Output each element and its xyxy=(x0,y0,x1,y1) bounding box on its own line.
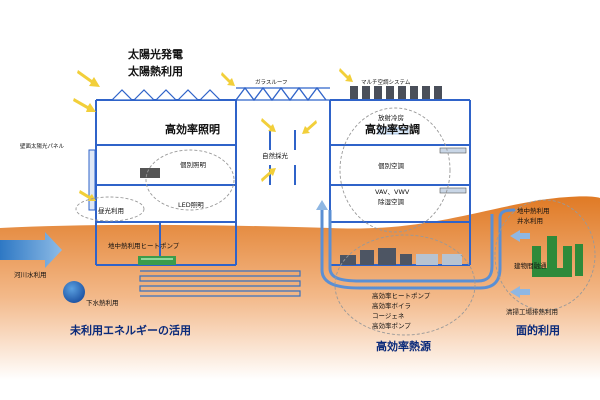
mountain-icon xyxy=(532,236,583,277)
hi-eff-source-2: コージェネ xyxy=(372,312,405,320)
hi-eff-source-0: 高効率ヒートポンプ xyxy=(372,291,431,300)
led-lighting-label: LED照明 xyxy=(178,201,204,209)
building xyxy=(95,99,471,266)
individual-lighting-label: 個別照明 xyxy=(180,160,207,169)
wall-solar-label: 壁面太陽光パネル xyxy=(20,142,65,150)
solar-power-label: 太陽光発電 xyxy=(127,47,183,61)
individual-ac-label: 個別空調 xyxy=(378,161,405,170)
dehumid-ac-label: 除湿空調 xyxy=(378,197,405,206)
glass-roof-truss xyxy=(235,86,330,102)
multi-ac-units xyxy=(350,86,442,99)
wall-solar-panel xyxy=(88,149,96,211)
glass-roof-label: ガラスルーフ xyxy=(255,78,288,86)
hi-eff-heat-source-label: 高効率熱源 xyxy=(376,339,431,353)
sewage-heat-label: 下水熱利用 xyxy=(86,298,119,307)
river-water xyxy=(0,232,62,268)
heat-source-equipment xyxy=(340,248,462,265)
geo-heat-pump-unit xyxy=(138,256,176,265)
hi-eff-ac-label: 高効率空調 xyxy=(365,122,420,136)
ground xyxy=(0,196,600,380)
hi-eff-source-1: 高効率ボイラ xyxy=(372,301,411,310)
geo-heat-label: 地中熱利用 xyxy=(517,206,550,215)
hi-eff-lighting-label: 高効率照明 xyxy=(165,122,220,136)
daylight-use-label: 昼光利用 xyxy=(98,206,124,215)
hi-eff-source-3: 高効率ポンプ xyxy=(372,321,411,330)
area-use-label: 面的利用 xyxy=(516,323,560,337)
ground-heat-coil xyxy=(139,270,301,297)
building-sharing-label: 建物間融通 xyxy=(514,261,547,270)
vav-vwv-label: VAV、VWV xyxy=(375,188,410,196)
unused-energy-label: 未利用エネルギーの活用 xyxy=(69,323,191,337)
room-equipment xyxy=(140,127,467,194)
geo-heat-pump-label: 地中熱利用ヒートポンプ xyxy=(108,241,180,250)
natural-light-label: 自然採光 xyxy=(262,151,289,160)
solar-heat-label: 太陽熱利用 xyxy=(127,64,183,78)
river-water-label: 河川水利用 xyxy=(14,270,47,279)
sun-arrow-icons xyxy=(73,68,353,201)
radiant-cooling-label: 放射冷房 xyxy=(378,113,404,122)
sewage-ball-icon xyxy=(63,281,85,303)
dashed-ellipses xyxy=(75,107,596,336)
well-water-label: 井水利用 xyxy=(517,216,543,225)
roof-solar-panels xyxy=(110,89,222,101)
sky-arrows xyxy=(316,200,530,298)
factory-heat-label: 清掃工場排熱利用 xyxy=(506,307,558,316)
multi-ac-label: マルチ空調システム xyxy=(361,78,411,86)
area-heat-pipe xyxy=(320,208,516,290)
